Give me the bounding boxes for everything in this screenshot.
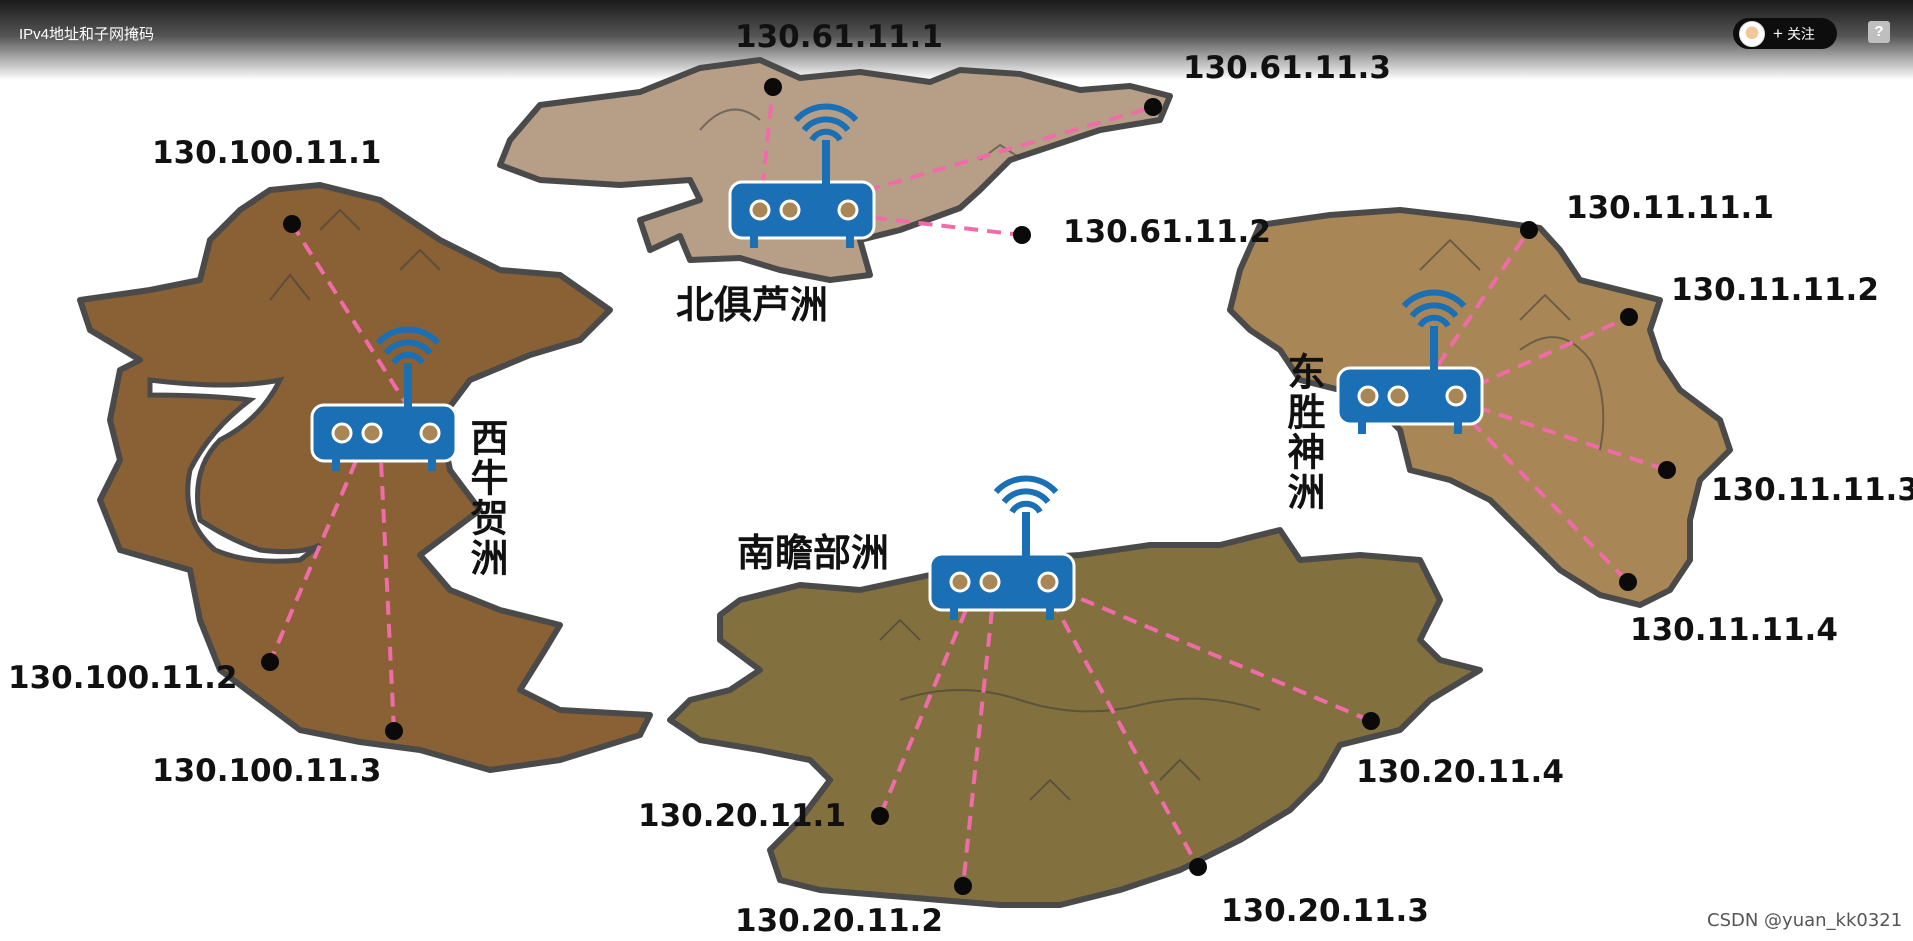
ip-label: 130.20.11.1	[638, 798, 846, 834]
region-label-north: 北俱芦洲	[676, 283, 828, 327]
link-line	[1454, 315, 1630, 397]
ip-label: 130.61.11.2	[1063, 214, 1271, 250]
ip-label: 130.20.11.2	[735, 903, 943, 939]
mountain-sketch	[699, 108, 761, 131]
host-dot[interactable]	[954, 877, 972, 895]
host-dot[interactable]	[385, 722, 403, 740]
follow-button[interactable]: + 关注	[1733, 18, 1837, 49]
link-line	[758, 86, 775, 211]
ip-label: 130.20.11.3	[1221, 893, 1429, 929]
host-dot[interactable]	[1619, 573, 1637, 591]
mountain-sketch	[319, 208, 361, 231]
host-dot[interactable]	[1620, 308, 1638, 326]
host-dot[interactable]	[1144, 98, 1162, 116]
link-line	[290, 222, 412, 412]
link-line	[799, 105, 1154, 212]
host-dot[interactable]	[1189, 858, 1207, 876]
link-line	[378, 439, 396, 732]
watermark: CSDN @yuan_kk0321	[1707, 910, 1903, 931]
host-dot[interactable]	[1520, 221, 1538, 239]
avatar	[1739, 20, 1765, 47]
continent-north	[497, 57, 1173, 283]
ip-label: 130.11.11.1	[1566, 190, 1774, 226]
ip-label: 130.100.11.2	[8, 660, 237, 696]
mountain-sketch	[879, 618, 921, 641]
region-label-south: 南瞻部洲	[737, 531, 889, 575]
mountain-sketch	[1419, 238, 1481, 271]
video-title: IPv4地址和子网掩码	[19, 26, 155, 43]
host-dot[interactable]	[1658, 461, 1676, 479]
ip-label: 130.20.11.4	[1356, 754, 1564, 790]
router-icon[interactable]	[930, 478, 1074, 620]
ip-label: 130.61.11.3	[1183, 50, 1391, 86]
river	[147, 376, 322, 564]
mountain-sketch	[1519, 336, 1605, 451]
continent-west	[77, 182, 653, 773]
land-west	[77, 182, 653, 773]
link-line	[878, 609, 968, 817]
mountain-sketch	[399, 248, 441, 271]
ip-label: 130.61.11.1	[735, 19, 943, 55]
link-line	[1454, 398, 1668, 472]
host-dot[interactable]	[283, 215, 301, 233]
ip-label: 130.100.11.3	[152, 753, 381, 789]
region-label-east: 东胜神洲	[1281, 352, 1325, 512]
region-label-west: 西牛贺洲	[464, 418, 508, 578]
link-line	[1050, 599, 1200, 868]
help-button[interactable]: ?	[1868, 21, 1890, 43]
ip-label: 130.11.11.4	[1630, 612, 1838, 648]
link-line	[1059, 588, 1372, 723]
link-line	[1436, 228, 1531, 367]
land-north	[497, 57, 1173, 283]
mountain-sketch	[269, 273, 311, 301]
ip-label: 130.11.11.2	[1671, 272, 1879, 308]
follow-label: 关注	[1786, 25, 1815, 42]
ip-label: 130.100.11.1	[152, 135, 381, 171]
mountain-sketch	[1029, 778, 1071, 801]
plus-icon: +	[1773, 23, 1783, 43]
river-sketch	[899, 689, 1261, 713]
host-dot[interactable]	[1362, 712, 1380, 730]
mountain-sketch	[1519, 293, 1571, 321]
link-line	[849, 213, 1023, 237]
link-line	[268, 439, 367, 663]
mountain-sketch	[1159, 758, 1201, 781]
video-top-bar: IPv4地址和子网掩码 + 关注 ?	[0, 0, 1913, 80]
link-line	[1453, 403, 1630, 584]
host-dot[interactable]	[1013, 226, 1031, 244]
host-dot[interactable]	[764, 78, 782, 96]
ip-label: 130.11.11.3	[1711, 472, 1913, 508]
host-dot[interactable]	[261, 653, 279, 671]
host-dot[interactable]	[871, 807, 889, 825]
link-line	[961, 609, 994, 887]
